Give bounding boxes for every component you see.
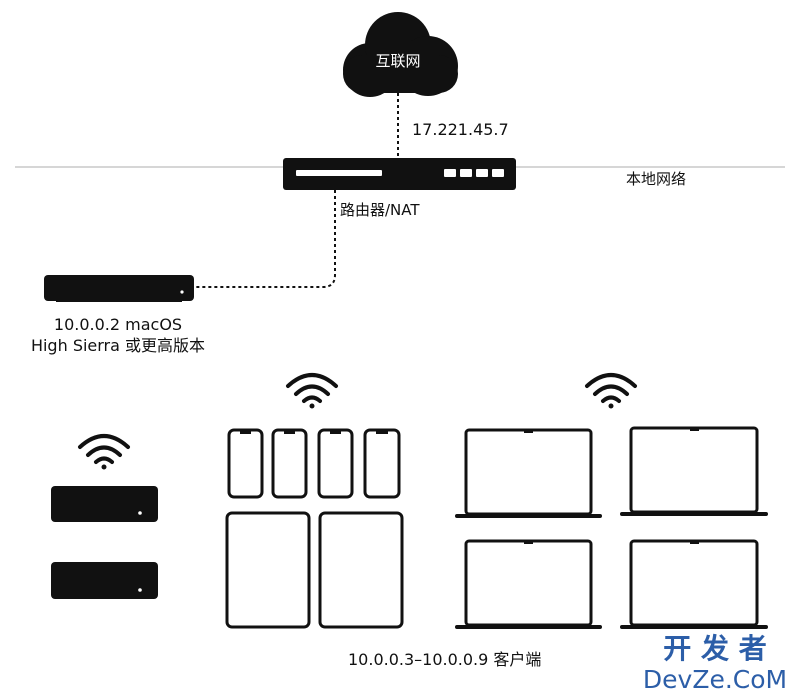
- ipad-icon: [318, 511, 404, 629]
- lan-label: 本地网络: [626, 170, 686, 188]
- wan-ip-label: 17.221.45.7: [412, 120, 509, 139]
- clients-label: 10.0.0.3–10.0.0.9 客户端: [348, 650, 541, 669]
- watermark-line1: 开 发 者: [663, 632, 767, 665]
- router-icon: [283, 158, 516, 190]
- wifi-icon: [585, 373, 637, 409]
- macbook-icon: [620, 426, 768, 516]
- mac-mini-icon: [44, 275, 194, 302]
- wifi-icon: [78, 434, 130, 470]
- mac-mini-icon: [51, 562, 158, 599]
- iphone-icon: [271, 428, 308, 499]
- server-label-line2: High Sierra 或更高版本: [31, 336, 205, 355]
- iphone-icon: [317, 428, 354, 499]
- server-label-line1: 10.0.0.2 macOS: [54, 315, 182, 334]
- cloud-icon: [343, 12, 458, 97]
- iphone-icon: [363, 428, 401, 499]
- iphone-icon: [227, 428, 264, 499]
- wifi-icon: [286, 373, 338, 409]
- macbook-icon: [455, 428, 602, 518]
- watermark-line2: DevZe.CoM: [643, 665, 787, 694]
- ipad-icon: [225, 511, 311, 629]
- cloud-label: 互联网: [375, 52, 420, 70]
- router-label: 路由器/NAT: [340, 201, 420, 219]
- macbook-icon: [620, 539, 768, 629]
- macbook-icon: [455, 539, 602, 629]
- mac-mini-icon: [51, 486, 158, 522]
- server-link: [193, 190, 336, 288]
